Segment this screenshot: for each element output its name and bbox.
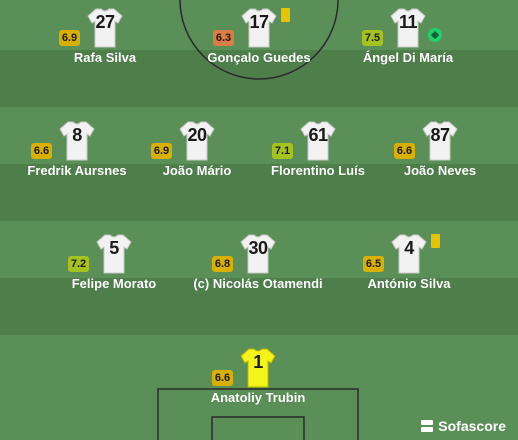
jersey-icon: 30 [240,234,276,274]
player-name: António Silva [367,276,451,291]
player-name: João Mário [162,163,232,178]
player-name: Felipe Morato [71,276,157,291]
player-name: Ángel Di María [362,50,454,65]
goal-ball-icon [428,28,442,42]
jersey-number: 1 [253,352,263,372]
jersey-icon: 4 [391,234,427,274]
rating-badge: 7.2 [68,256,89,272]
jersey-number: 8 [72,125,82,145]
jersey-number: 17 [249,12,269,32]
rating-badge: 6.8 [212,256,233,272]
jersey-number: 87 [430,125,450,145]
sofascore-watermark: Sofascore [420,418,506,434]
rating-badge: 6.6 [212,370,233,386]
jersey-number: 20 [187,125,207,145]
jersey-icon: 5 [96,234,132,274]
player-30[interactable]: 30 6.8 (c) Nicolás Otamendi [188,234,328,314]
rating-badge: 7.5 [362,30,383,46]
rating-badge: 7.1 [272,143,293,159]
pitch-stripe [0,164,518,221]
jersey-number: 61 [308,125,328,145]
sofascore-logo-icon [420,419,434,433]
jersey-icon: 8 [59,121,95,161]
rating-badge: 6.6 [31,143,52,159]
player-name: Anatoliy Trubin [210,390,306,405]
goal-area [211,416,305,440]
pitch-stripe [0,278,518,335]
yellow-card-icon [431,234,440,248]
center-circle-arc [179,0,339,80]
jersey-icon: 1 [240,348,276,388]
jersey-number: 5 [109,238,119,258]
jersey-number: 30 [248,238,268,258]
jersey-number: 4 [404,238,414,258]
player-name: Rafa Silva [73,50,137,65]
jersey-number: 27 [95,12,115,32]
jersey-icon: 87 [422,121,458,161]
player-name: João Neves [403,163,477,178]
jersey-icon: 20 [179,121,215,161]
rating-badge: 6.9 [151,143,172,159]
player-name: Fredrik Aursnes [27,163,127,178]
rating-badge: 6.6 [394,143,415,159]
player-name: Florentino Luís [271,163,365,178]
rating-badge: 6.3 [213,30,234,46]
jersey-icon: 17 [241,8,277,48]
jersey-icon: 61 [300,121,336,161]
jersey-number: 11 [398,12,418,32]
yellow-card-icon [281,8,290,22]
rating-badge: 6.9 [59,30,80,46]
rating-badge: 6.5 [363,256,384,272]
player-name: Gonçalo Guedes [207,50,311,65]
jersey-icon: 27 [87,8,123,48]
penalty-area [157,388,359,440]
jersey-icon: 11 [390,8,426,48]
player-name: (c) Nicolás Otamendi [193,276,323,291]
watermark-text: Sofascore [438,418,506,434]
